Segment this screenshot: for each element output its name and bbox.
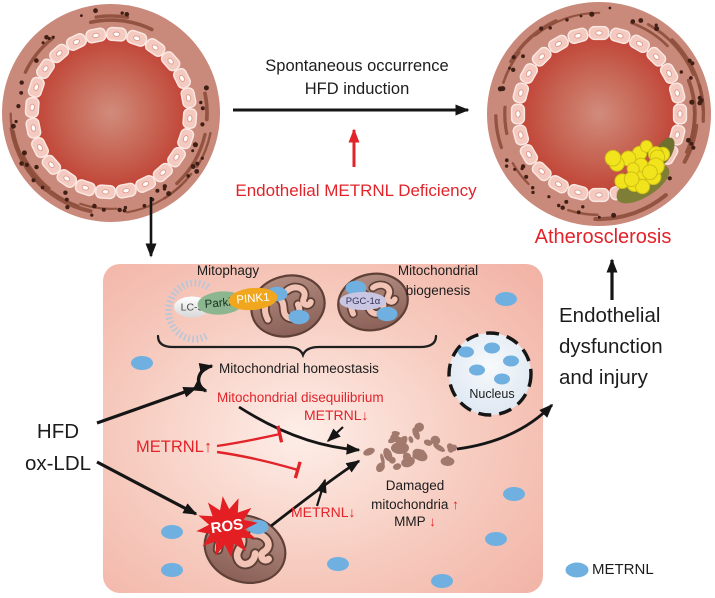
metrnl-down-label-2: METRNL↓ [291, 504, 356, 520]
biogenesis-label: Mitochondrial biogenesis [377, 261, 499, 301]
damaged-line1: Damaged [385, 478, 445, 493]
homeostasis-label: Mitochondrial homeostasis [219, 361, 379, 376]
arrow-metrnl-down-1 [326, 426, 344, 443]
damaged-up-arrow: ↑ [452, 497, 459, 512]
nucleus-metrnl-dots [458, 342, 519, 385]
caption-line1: Spontaneous occurrence [265, 57, 449, 75]
phagophore-arc [165, 279, 210, 343]
mmp-text: MMP [394, 514, 426, 529]
brace [156, 334, 438, 359]
legend-metrnl-label: METRNL [592, 561, 654, 578]
inhibit-lower [216, 450, 302, 479]
hfd-oxldl-label: HFD ox-LDL [8, 416, 108, 480]
mmp-down-arrow: ↓ [429, 514, 436, 529]
metrnl-dot [376, 306, 398, 322]
ros-burst [196, 496, 258, 558]
inhibit-upper [216, 425, 284, 448]
arrow-hfd-to-homeostasis [96, 386, 198, 425]
damaged-text: mitochondria [371, 497, 449, 512]
atherosclerosis-label: Atherosclerosis [534, 226, 672, 248]
metrnl-dot [288, 309, 310, 325]
arrow-hfd-to-ros [96, 460, 198, 516]
metrnl-up-label: METRNL↑ [136, 438, 213, 456]
metrnl-dot [345, 280, 367, 296]
damaged-mitochondria-cluster [363, 422, 458, 473]
dysfunction-line1: Endothelial [559, 304, 661, 327]
nucleus-label: Nucleus [469, 387, 515, 401]
arrow-metrnl-down-2 [315, 478, 327, 507]
metrnl-down-label-1: METRNL↓ [304, 407, 369, 423]
artery-cross-sections [2, 2, 711, 226]
cycle-arrow [192, 363, 214, 393]
deficiency-label: Endothelial METRNL Deficiency [235, 181, 477, 200]
arrows [96, 104, 618, 528]
biogenesis-line1: Mitochondrial [397, 263, 479, 278]
vessel-atherosclerotic [487, 2, 711, 226]
cytoplasm-metrnl-dots [131, 292, 525, 588]
mmp-label: MMP ↓ [345, 514, 485, 530]
curve-disequilibrium-to-damaged [238, 405, 361, 455]
damaged-mitochondria-label: Damaged mitochondria ↑ [345, 476, 485, 514]
hfd-line: HFD [36, 420, 80, 443]
pgc1a-chip: PGC-1α [339, 292, 387, 310]
curve-damaged-to-dysfunction [456, 403, 554, 451]
dysfunction-label: Endothelial dysfunction and injury [559, 300, 663, 393]
mitophagy-label: Mitophagy [196, 263, 260, 278]
dysfunction-line3: and injury [559, 366, 648, 389]
damaged-line2: mitochondria ↑ [345, 495, 485, 514]
oxldl-line: ox-LDL [24, 452, 92, 475]
vessel-healthy [2, 4, 220, 222]
disequilibrium-label: Mitochondrial disequilibrium [217, 390, 384, 405]
top-caption: Spontaneous occurrence HFD induction [227, 55, 487, 101]
dysfunction-line2: dysfunction [559, 335, 663, 358]
legend-metrnl-dot [565, 562, 589, 578]
biogenesis-line2: biogenesis [405, 283, 471, 298]
caption-line2: HFD induction [304, 80, 410, 98]
